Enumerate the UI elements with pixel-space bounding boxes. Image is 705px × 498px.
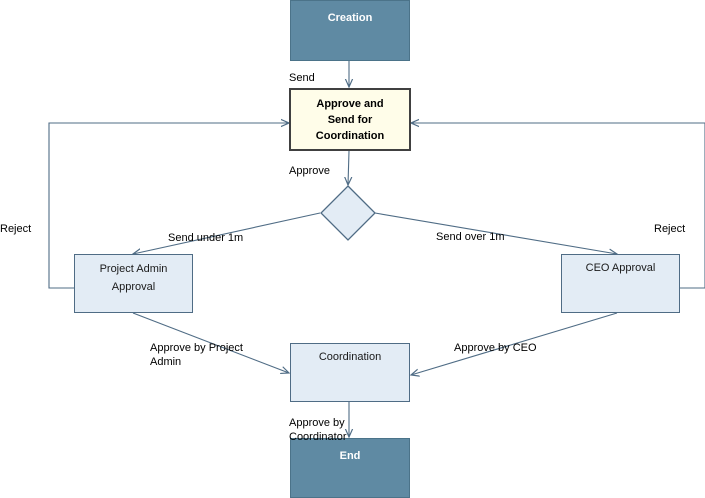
edge-reject-right [411, 123, 705, 289]
edge-label-approve-by-coordinator: Approve by Coordinator [289, 417, 347, 443]
node-ceo-label: CEO Approval [585, 262, 656, 274]
decision-diamond [320, 185, 376, 241]
edge-ceo-to-coordination [411, 312, 618, 375]
node-creation-label: Creation [327, 12, 373, 24]
node-end-label: End [339, 450, 361, 462]
node-coordination: Coordination [290, 343, 410, 402]
edge-reject-left [48, 123, 289, 289]
edge-label-approve-by-ceo: Approve by CEO [454, 342, 537, 354]
node-approve-send-label: Approve and Send for Coordination [315, 97, 385, 142]
edge-label-reject-right: Reject [654, 223, 686, 235]
edge-label-approve: Approve [289, 165, 330, 177]
node-approve-send-coordination: Approve and Send for Coordination [289, 88, 411, 151]
edge-approve-to-decision [348, 150, 349, 185]
node-project-admin-label: Project Admin Approval [99, 263, 168, 293]
edge-label-send: Send [289, 72, 315, 84]
node-project-admin-approval: Project Admin Approval [74, 254, 193, 313]
edge-label-reject-left: Reject [0, 223, 32, 235]
node-end: End [290, 438, 410, 498]
edge-label-send-under: Send under 1m [168, 232, 244, 244]
node-coordination-label: Coordination [318, 351, 382, 363]
edge-label-send-over: Send over 1m [436, 231, 505, 243]
edge-label-approve-by-project-admin: Approve by Project Admin [150, 342, 243, 368]
node-creation: Creation [290, 0, 410, 61]
edge-decision-to-project-admin [133, 212, 321, 254]
edge-project-admin-to-coordination [132, 312, 289, 373]
node-ceo-approval: CEO Approval [561, 254, 680, 313]
edge-decision-to-ceo [374, 212, 617, 254]
